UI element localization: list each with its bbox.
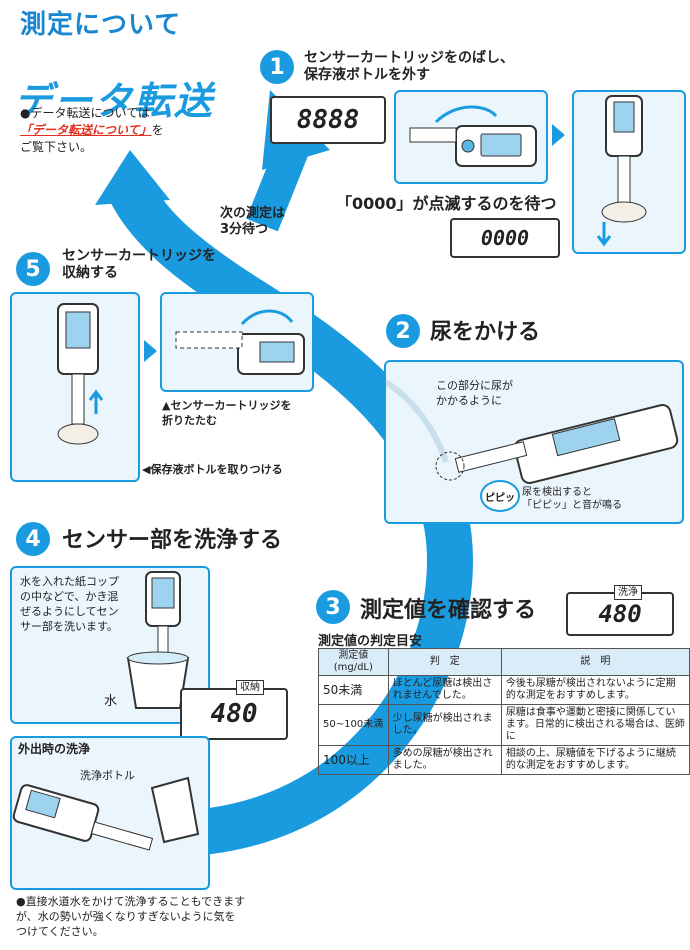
- step3-title: 測定値を確認する: [360, 598, 537, 623]
- header-desc: 説 明: [500, 648, 690, 676]
- bottle-wash-illustration: [12, 776, 200, 851]
- step4-display-label: 収納: [236, 680, 264, 695]
- step2-title: 尿をかける: [430, 320, 541, 345]
- bottle-attach-illustration: [57, 303, 104, 445]
- step1-display: 8888: [270, 96, 386, 144]
- wait-note-line1: 次の測定は: [220, 206, 286, 221]
- step1-wait-text: 「0000」が点滅するのを待つ: [336, 194, 557, 213]
- judgement-table-wrapper: 測定値(mg/dL) 判 定 説 明 50未満 ほとんど尿糖は検出されませんでし…: [318, 648, 690, 775]
- desc-cell: 尿糖は食事や運動と密接に関係しています。日常的に検出される場合は、医師に: [500, 704, 690, 746]
- outdoor-wash-title: 外出時の洗浄: [18, 742, 91, 756]
- beep-note-line2: 「ピピッ」と音が鳴る: [522, 500, 622, 511]
- step5-insert-image: [10, 292, 140, 482]
- desc-cell: 相談の上、尿糖値を下げるように継続的な測定をおすすめします。: [500, 745, 690, 775]
- step2-urine-image: [384, 360, 684, 524]
- device-illustration: [409, 105, 537, 167]
- judge-cell: 少し尿糖が検出されました。: [387, 704, 502, 746]
- water-label: 水: [104, 694, 118, 709]
- step3-display-value: 480: [598, 600, 642, 628]
- step4-outdoor-image: 外出時の洗浄 洗浄ボトル: [10, 736, 210, 890]
- page-title: 測定について: [20, 10, 182, 40]
- table-row: 100以上 多めの尿糖が検出されました。 相談の上、尿糖値を下げるように継続的な…: [318, 745, 690, 775]
- step4-wash-image: 水を入れた紙コップの中などで、かき混ぜるようにしてセンサー部を洗います。 水: [10, 566, 210, 724]
- step5-number-badge: 5: [16, 252, 50, 286]
- step2-beep-note: 尿を検出すると 「ピピッ」と音が鳴る: [522, 486, 622, 512]
- data-transfer-note: ●データ転送については 「データ転送について」を ご覧下さい。: [20, 105, 164, 156]
- step2-callout-line2: かかるように: [436, 394, 502, 407]
- wait-note: 次の測定は 3分待つ: [220, 206, 285, 238]
- data-transfer-link[interactable]: 「データ転送について」: [20, 123, 152, 137]
- step2-callout: この部分に尿が かかるように: [436, 378, 513, 408]
- step1-bottle-image: [572, 90, 686, 254]
- header-range: 測定値(mg/dL): [318, 648, 389, 676]
- step4-display-value: 480: [210, 699, 258, 729]
- step3-display-label: 洗浄: [614, 585, 642, 600]
- header-judge: 判 定: [387, 648, 502, 676]
- urine-application-illustration: [386, 379, 679, 485]
- judgement-table-title: 測定値の判定目安: [318, 634, 423, 649]
- step5-fold-note: ▲センサーカートリッジを 折りたたむ: [162, 398, 291, 428]
- judgement-table: 測定値(mg/dL) 判 定 説 明 50未満 ほとんど尿糖は検出されませんでし…: [318, 648, 690, 775]
- step5-bottle-note: ◀保存液ボトルを取りつける: [142, 463, 283, 476]
- transfer-note-end: ご覧下さい。: [20, 140, 93, 154]
- bottle-removal-illustration: [596, 95, 647, 247]
- step4-instruction: 水を入れた紙コップの中などで、かき混ぜるようにしてセンサー部を洗います。: [20, 575, 119, 633]
- table-header-row: 測定値(mg/dL) 判 定 説 明: [318, 648, 690, 676]
- step5-arrow-icon: [144, 340, 157, 362]
- step5-title-line1: センサーカートリッジを: [62, 248, 216, 264]
- range-cell: 50~100未満: [318, 704, 389, 746]
- step3-number-badge: 3: [316, 590, 350, 624]
- data-transfer-title: データ転送: [14, 79, 215, 123]
- step5-fold-image: [160, 292, 314, 392]
- table-row: 50~100未満 少し尿糖が検出されました。 尿糖は食事や運動と密接に関係してい…: [318, 704, 690, 746]
- cup-wash-illustration: [126, 571, 190, 709]
- transfer-link-suffix: を: [151, 123, 164, 137]
- step2-callout-line1: この部分に尿が: [436, 379, 513, 392]
- fold-cartridge-illustration: [175, 309, 305, 375]
- step1-title-line1: センサーカートリッジをのばし、: [304, 50, 514, 66]
- judge-cell: ほとんど尿糖は検出されませんでした。: [387, 675, 502, 705]
- range-cell: 50未満: [318, 675, 389, 705]
- transfer-note-prefix: ●データ転送については: [20, 106, 150, 120]
- step1-title-line2: 保存液ボトルを外す: [304, 67, 430, 83]
- step1-title: センサーカートリッジをのばし、 保存液ボトルを外す: [304, 50, 514, 84]
- step1-number-badge: 1: [260, 50, 294, 84]
- outdoor-footnote: ●直接水道水をかけて洗浄することもできますが、水の勢いが強くなりすぎないように気…: [16, 895, 246, 938]
- step5-title-line2: 収納する: [62, 265, 118, 281]
- step5-title: センサーカートリッジを 収納する: [62, 248, 216, 282]
- step2-number-badge: 2: [386, 314, 420, 348]
- step1-blink-display: 0000: [450, 218, 560, 258]
- beep-badge: ピピッ: [480, 480, 520, 512]
- wait-note-line2: 3分待つ: [220, 222, 269, 237]
- fold-note-line1: ▲センサーカートリッジを: [162, 399, 292, 412]
- step4-display: 480: [180, 688, 288, 740]
- desc-cell: 今後も尿糖が検出されないように定期的な測定をおすすめします。: [500, 675, 690, 705]
- bottle-label: 洗浄ボトル: [80, 769, 135, 782]
- fold-note-line2: 折りたたむ: [162, 414, 217, 427]
- table-row: 50未満 ほとんど尿糖は検出されませんでした。 今後も尿糖が検出されないように定…: [318, 675, 690, 705]
- step1-device-image: [394, 90, 548, 184]
- step4-title: センサー部を洗浄する: [62, 528, 283, 553]
- step1-arrow-icon: [552, 124, 565, 146]
- beep-note-line1: 尿を検出すると: [522, 487, 592, 498]
- step4-number-badge: 4: [16, 522, 50, 556]
- judge-cell: 多めの尿糖が検出されました。: [387, 745, 502, 775]
- range-cell: 100以上: [318, 745, 389, 775]
